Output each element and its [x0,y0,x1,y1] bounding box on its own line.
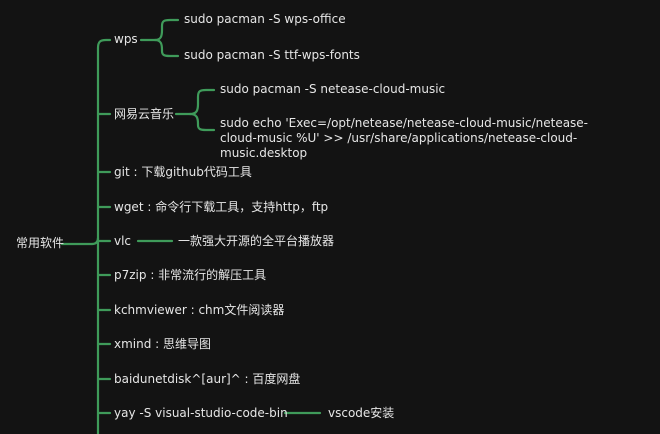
node-netease: 网易云音乐 [114,107,175,121]
node-wget: wget : 命令行下载工具，支持http，ftp [114,200,329,214]
edge-netease-1 [188,88,216,116]
node-netease-install: sudo pacman -S netease-cloud-music [220,82,446,96]
node-wps-fonts: sudo pacman -S ttf-wps-fonts [184,48,360,62]
node-wps: wps [114,32,138,46]
node-vlc-desc: 一款强大开源的全平台播放器 [178,234,335,248]
node-kchmviewer: kchmviewer : chm文件阅读器 [114,303,285,317]
node-netease-exec: sudo echo 'Exec=/opt/netease/netease-clo… [220,116,589,160]
edge-wps-1 [153,18,180,42]
edge-wps [96,38,112,50]
edge-netease-2 [188,112,216,132]
node-yay: yay -S visual-studio-code-bin [114,406,288,420]
edge-wps-2 [153,38,180,58]
node-wps-office: sudo pacman -S wps-office [184,12,346,26]
node-p7zip: p7zip : 非常流行的解压工具 [114,268,267,282]
root-node: 常用软件 [16,236,65,250]
node-baidunetdisk: baidunetdisk^[aur]^ : 百度网盘 [114,372,301,386]
node-git: git : 下载github代码工具 [114,165,252,179]
node-vlc: vlc [114,234,132,248]
node-vscode: vscode安装 [328,406,395,420]
node-xmind: xmind : 思维导图 [114,337,212,351]
edge-root-join [90,236,100,246]
